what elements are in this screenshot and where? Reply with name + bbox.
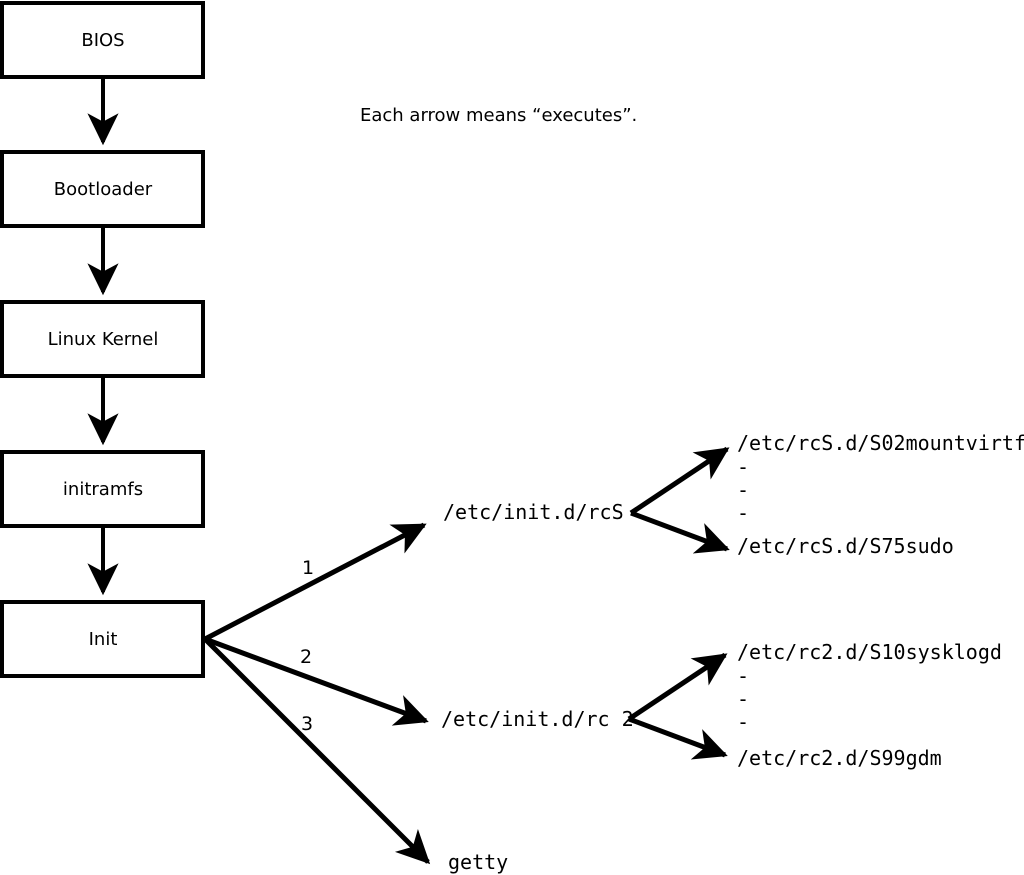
bios-box-label: BIOS bbox=[81, 30, 124, 51]
label-rcs-script-first: /etc/rcS.d/S02mountvirtfs bbox=[737, 431, 1024, 455]
branch-number-1: 1 bbox=[302, 557, 314, 579]
stage-box-bios: BIOS bbox=[0, 1, 205, 79]
kernel-box-rect bbox=[0, 300, 205, 378]
rcs-ellipsis-dash-3: - bbox=[737, 501, 749, 525]
rcs-ellipsis-dash-1: - bbox=[737, 455, 749, 479]
rcs-ellipsis-dash-2: - bbox=[737, 478, 749, 502]
arrow-init-to-rcs bbox=[203, 522, 427, 642]
bios-box-rect bbox=[0, 1, 205, 79]
stage-box-initramfs: initramfs bbox=[0, 450, 205, 528]
bootloader-box-rect bbox=[0, 150, 205, 228]
label-etc-initd-rc2: /etc/init.d/rc 2 bbox=[441, 707, 634, 731]
arrow-init-to-rc2 bbox=[204, 636, 429, 726]
stage-box-init: Init bbox=[0, 600, 205, 678]
bootloader-box-label: Bootloader bbox=[54, 179, 153, 200]
stage-box-bootloader: Bootloader bbox=[0, 150, 205, 228]
branch-number-3: 3 bbox=[301, 713, 313, 735]
rc2-ellipsis-dash-2: - bbox=[737, 687, 749, 711]
initramfs-box-label: initramfs bbox=[63, 479, 143, 500]
label-rc2-script-last: /etc/rc2.d/S99gdm bbox=[737, 746, 942, 770]
label-rc2-script-first: /etc/rc2.d/S10sysklogd bbox=[737, 640, 1002, 664]
arrow-rcs-to-first-script bbox=[629, 446, 730, 516]
kernel-box-label: Linux Kernel bbox=[48, 329, 159, 350]
arrow-rc2-to-last-script bbox=[628, 716, 728, 760]
init-box-rect bbox=[0, 600, 205, 678]
rc2-ellipsis-dash-1: - bbox=[737, 664, 749, 688]
arrow-rc2-to-first-script bbox=[627, 652, 728, 722]
branch-number-2: 2 bbox=[300, 646, 312, 668]
arrow-rcs-to-last-script bbox=[630, 510, 730, 554]
rc2-ellipsis-dash-3: - bbox=[737, 710, 749, 734]
stage-box-kernel: Linux Kernel bbox=[0, 300, 205, 378]
init-box-label: Init bbox=[89, 629, 118, 650]
caption-each-arrow-means-executes: Each arrow means “executes”. bbox=[360, 105, 637, 126]
label-getty: getty bbox=[448, 850, 508, 874]
label-etc-initd-rcs: /etc/init.d/rcS bbox=[443, 500, 624, 524]
label-rcs-script-last: /etc/rcS.d/S75sudo bbox=[737, 534, 954, 558]
arrow-init-to-getty bbox=[203, 637, 431, 865]
